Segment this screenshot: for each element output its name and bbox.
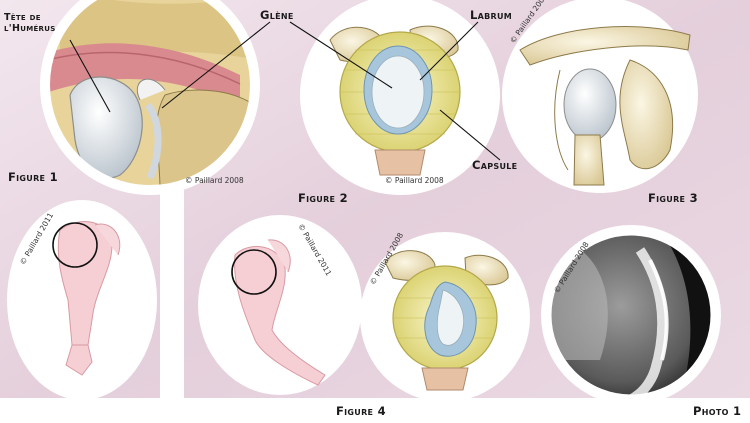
zoom-circle-humeral-head	[40, 0, 260, 195]
label-figure-2: Figure 2	[298, 191, 348, 205]
figure-4-glenoid	[360, 232, 530, 402]
label-photo-1: Photo 1	[693, 404, 742, 418]
figure-2-glenoid	[300, 0, 500, 195]
label-figure-1: Figure 1	[8, 170, 58, 184]
photo-1-arthroscopy	[541, 225, 721, 405]
label-figure-3: Figure 3	[648, 191, 698, 205]
label-glene: Glène	[260, 8, 294, 22]
copyright-zoom: © Paillard 2008	[185, 176, 244, 185]
leader-lines	[69, 21, 501, 161]
label-tete-humerus: Tête de l'Humérus	[4, 12, 56, 34]
figure-3-shoulder-joint	[502, 0, 698, 193]
label-tete-line2: l'Humérus	[4, 23, 56, 34]
copyright-figure-2: © Paillard 2008	[385, 176, 444, 185]
label-capsule: Capsule	[472, 158, 518, 172]
label-tete-line1: Tête de	[4, 12, 41, 23]
separator-vertical	[160, 190, 184, 400]
label-labrum: Labrum	[470, 8, 513, 22]
label-figure-4: Figure 4	[336, 404, 386, 418]
figure-4-arm	[198, 215, 362, 395]
figure-1-arm	[7, 200, 157, 400]
